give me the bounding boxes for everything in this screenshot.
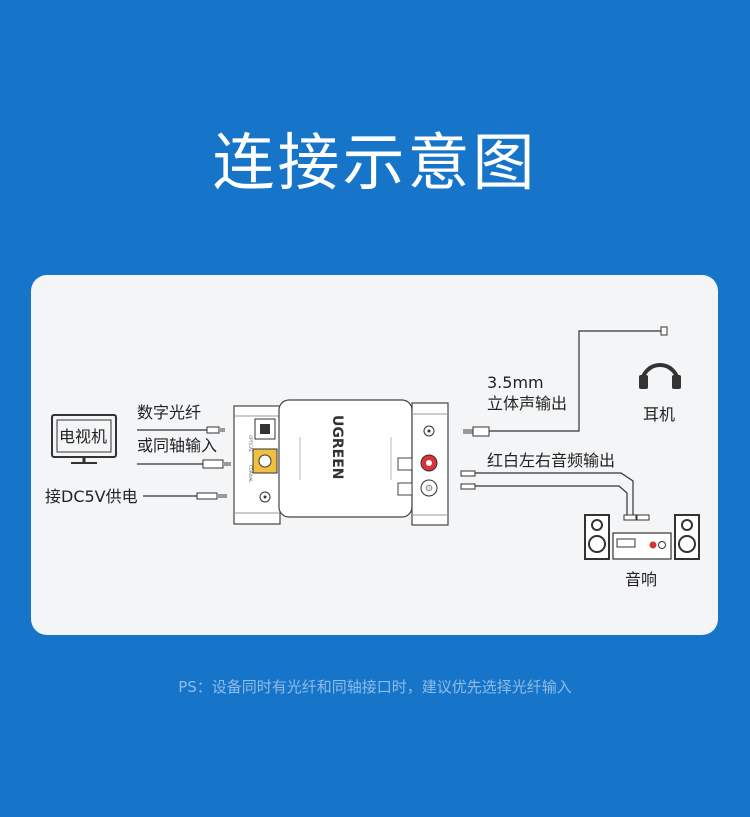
footnote: PS：设备同时有光纤和同轴接口时，建议优先选择光纤输入 [178,678,572,696]
headphones-label: 耳机 [643,405,675,424]
optical-label: 数字光纤 [137,403,201,422]
headphone-cable [463,326,668,437]
svg-text:COAXIAL: COAXIAL [248,465,253,483]
rca-label: 红白左右音频输出 [487,451,615,470]
converter-device: UGREEN [278,399,413,518]
svg-text:OPTICAL: OPTICAL [248,435,253,453]
output-panel [397,402,449,526]
dc-cable [143,492,227,500]
headphones-icon [639,363,681,389]
speaker-icon [584,514,700,560]
dc-label: 接DC5V供电 [45,487,138,506]
brand-logo: UGREEN [329,415,345,479]
speakers-label: 音响 [625,570,657,589]
jack-size-label: 3.5mm [487,373,544,392]
tv-icon [51,414,117,464]
input-panel: OPTICAL COAXIAL [233,405,281,525]
optical-cable [137,426,225,434]
coaxial-label: 或同轴输入 [137,436,217,455]
tv-label: 电视机 [59,427,107,446]
page-title: 连接示意图 [212,126,538,199]
jack-output-label: 立体声输出 [487,394,567,413]
rca-cable [460,470,650,521]
coaxial-cable [137,459,231,469]
connection-diagram: 电视机 数字光纤 或同轴输入 接DC5V供电 OPTICAL COAXIAL [45,326,700,589]
